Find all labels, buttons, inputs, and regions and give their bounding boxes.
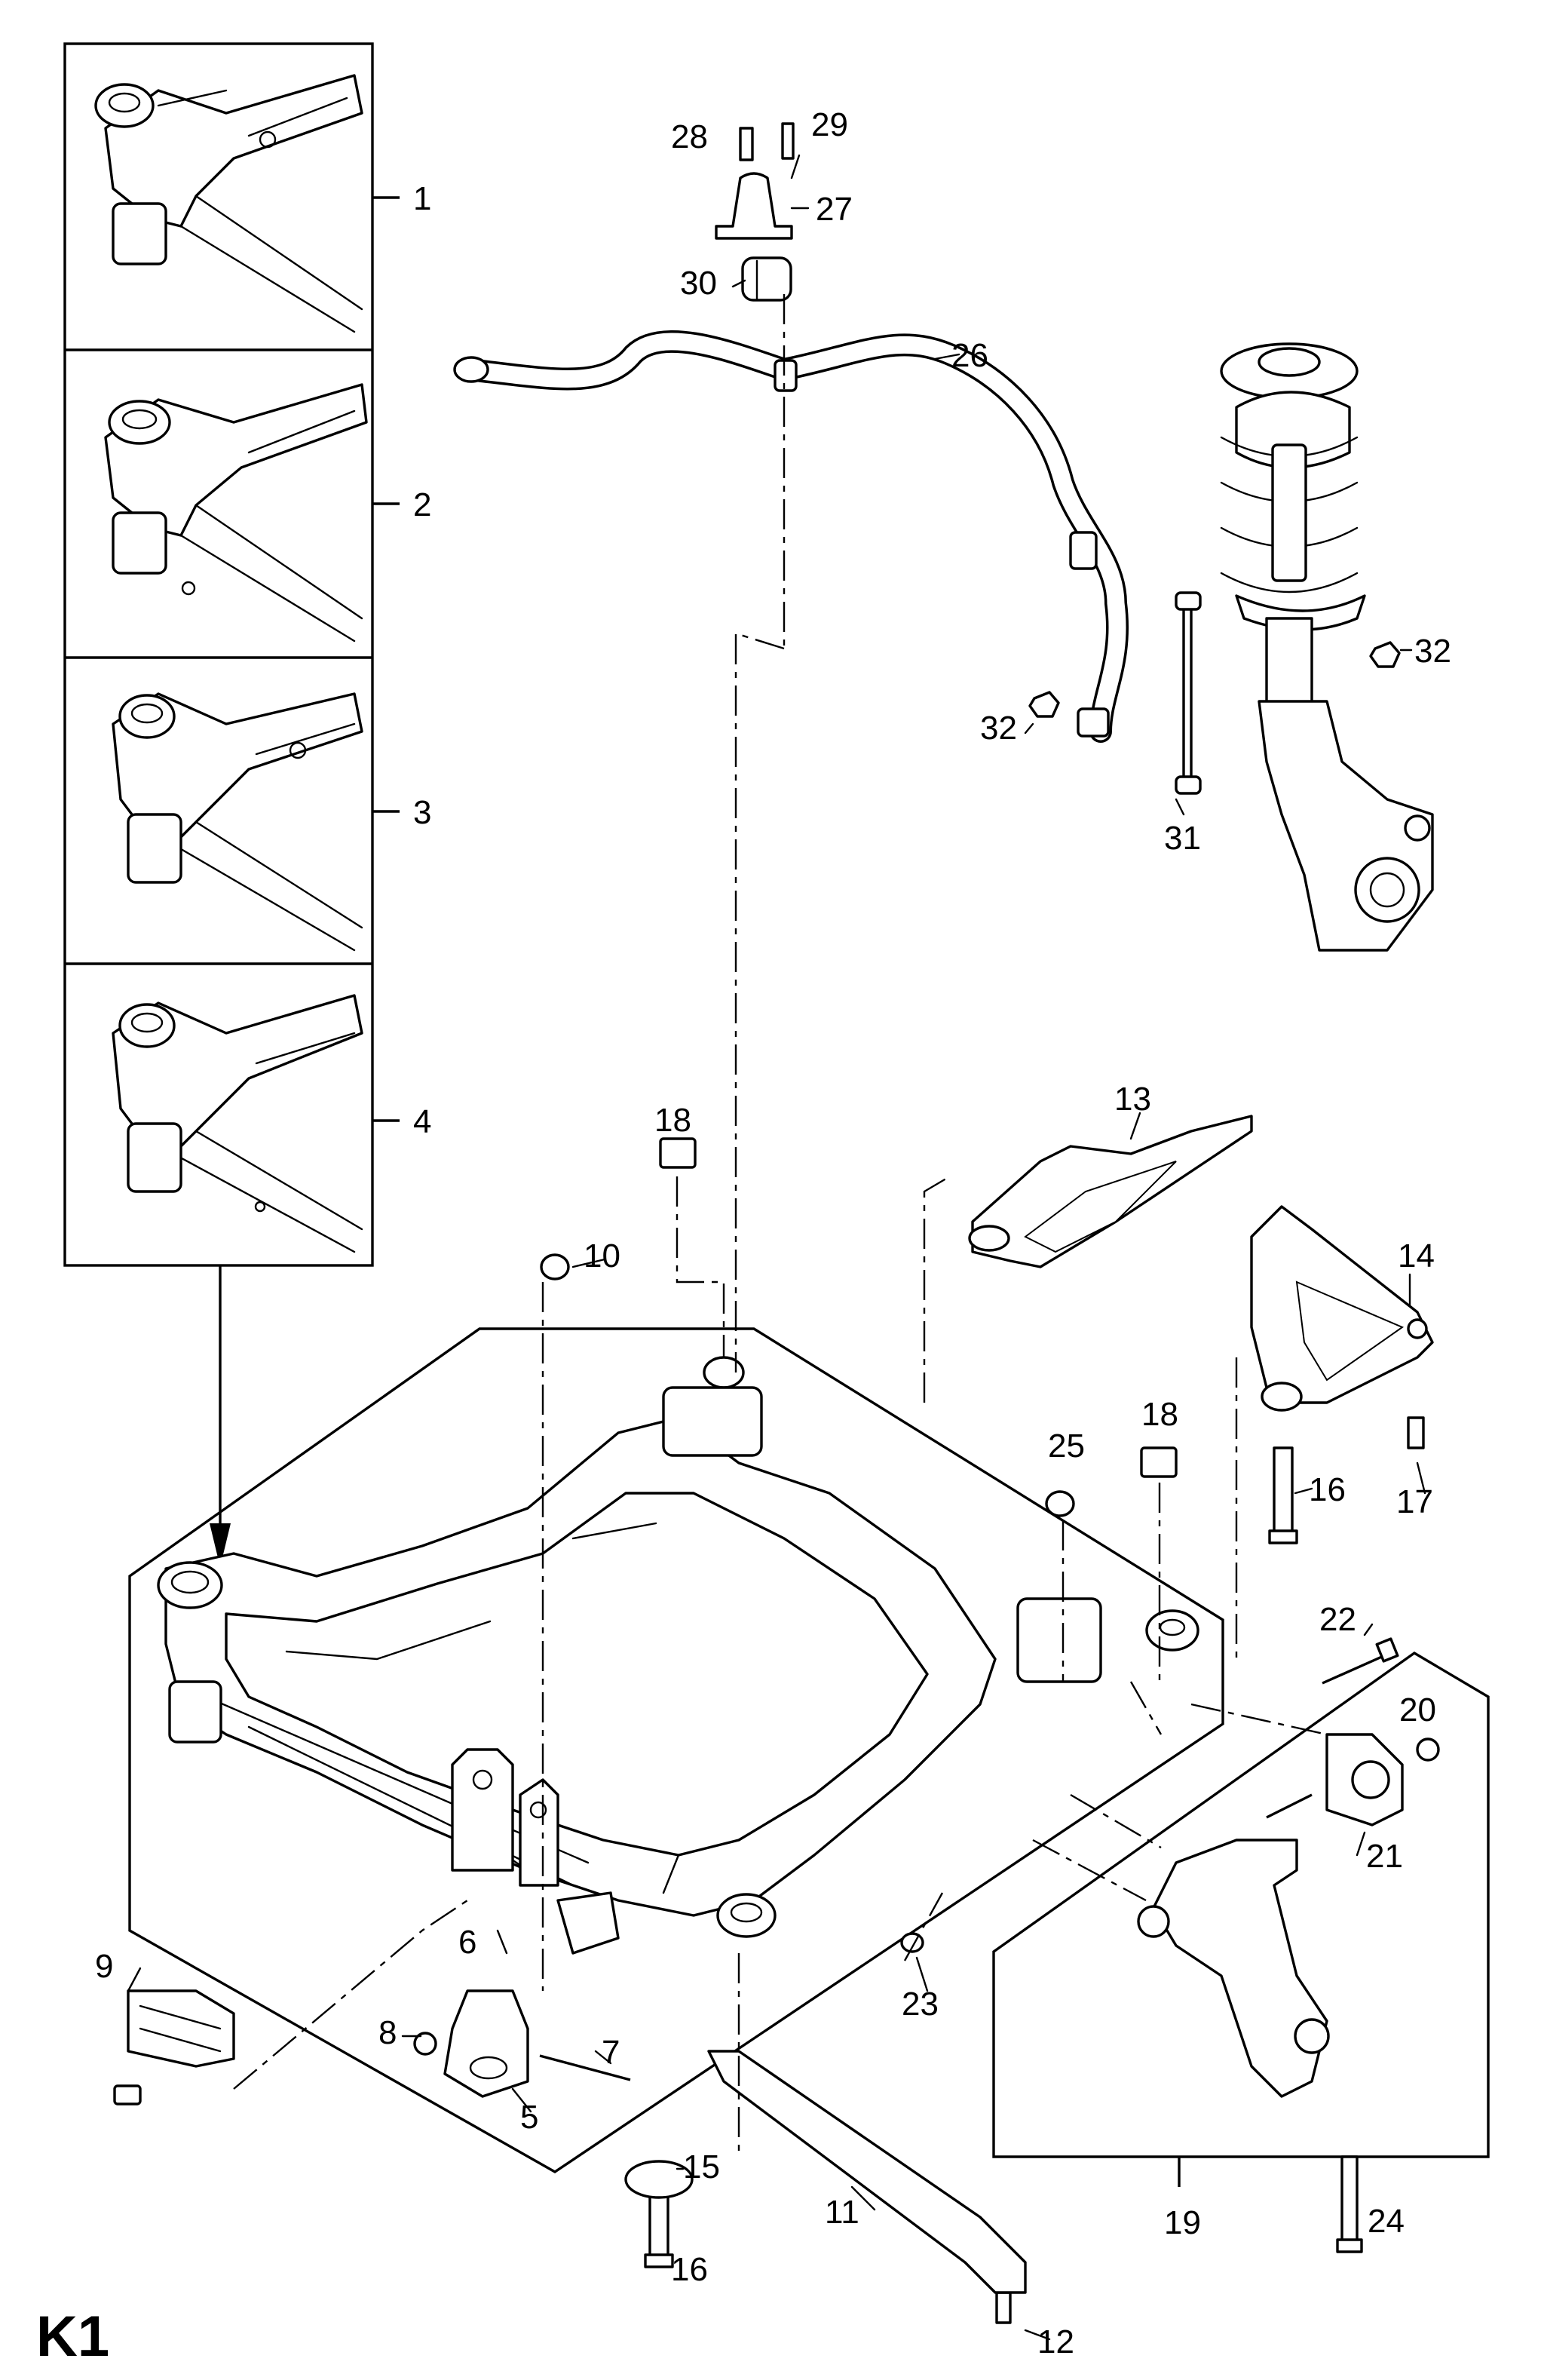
stabilizer-clamp [715,122,795,302]
callout-32-right: 32 [1414,633,1451,670]
callout-20: 20 [1399,1691,1436,1728]
callout-29: 29 [811,106,848,143]
callout-15: 15 [683,2148,720,2185]
strut-assembly [1220,342,1434,952]
callout-16-lower: 16 [671,2251,708,2288]
mount-11-strap [707,2050,1027,2294]
variant-3-subframe [112,692,363,952]
mount-9 [113,1989,235,2106]
callout-25: 25 [1048,1428,1085,1464]
variant-2-subframe [104,383,368,643]
callout-13: 13 [1114,1081,1151,1118]
mount-5 [413,1989,529,2098]
variant-4-subframe [112,994,363,1253]
dashed-leaders [233,294,1328,2157]
callout-18-right: 18 [1141,1396,1178,1433]
callout-17: 17 [1396,1483,1433,1520]
shield-13 [968,1115,1253,1268]
callout-32-left: 32 [980,710,1017,747]
callout-9: 9 [95,1948,113,1985]
callout-16-upper: 16 [1309,1471,1346,1508]
variant-label-3: 3 [413,794,431,831]
sheet-id: K1 [36,2305,109,2369]
callout-27: 27 [816,191,853,228]
callout-23: 23 [902,1986,939,2023]
callout-5: 5 [520,2099,538,2136]
callout-28: 28 [671,118,708,155]
variant-arrow-icon [210,1523,231,1567]
callout-31: 31 [1164,820,1201,857]
variant-label-1: 1 [413,180,431,217]
variant-panels: 1 2 3 4 [63,42,431,1567]
control-arm-kit-box [992,1651,1490,2158]
callout-12: 12 [1037,2323,1074,2360]
control-arm-kit [992,1651,1490,2187]
callout-14: 14 [1398,1238,1435,1274]
fasteners [539,641,1440,2324]
shield-14 [1250,1205,1434,1412]
subframe-outline-box [128,1327,1224,2173]
callout-21: 21 [1366,1838,1403,1875]
callout-6: 6 [458,1924,476,1961]
stabilizer-bar [453,330,1129,743]
variant-label-2: 2 [413,486,431,523]
subframe-assembly [128,1327,1224,2173]
callout-10: 10 [584,1238,620,1274]
variant-1-subframe [94,74,363,333]
callout-leaders [127,154,1426,2341]
callout-7: 7 [602,2034,620,2071]
callout-19: 19 [1164,2204,1201,2241]
callout-11: 11 [825,2194,859,2231]
callout-18-left: 18 [654,1102,691,1139]
callout-8: 8 [378,2014,397,2051]
callout-26: 26 [951,337,988,374]
variant-label-4: 4 [413,1103,431,1140]
callout-24: 24 [1368,2203,1405,2240]
callouts: 28 29 27 30 26 32 32 31 13 18 10 14 18 2… [95,106,1451,2360]
callout-30: 30 [680,265,717,302]
callout-22: 22 [1319,1601,1356,1638]
stabilizer-link [1175,591,1202,795]
